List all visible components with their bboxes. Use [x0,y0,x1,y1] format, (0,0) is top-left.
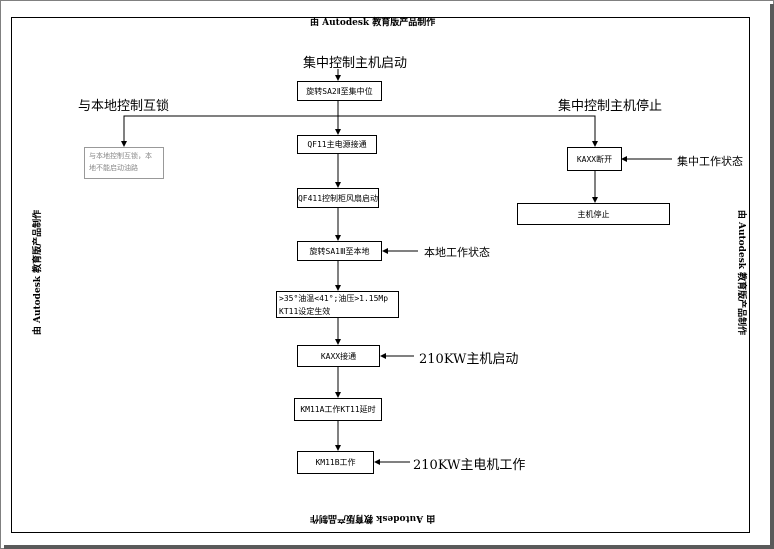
sheet-shadow-right [770,4,774,549]
node-qf411: QF411控制柜风扇启动 [297,188,379,208]
drawing-frame [11,17,750,533]
right-branch-label: 集中控制主机停止 [558,99,663,114]
interlock-note: 与本地控制互锁，本 地不能启动油路 [84,147,164,179]
left-branch-label: 与本地控制互锁 [78,99,170,114]
node-sa1: 旋转SA1Ⅲ至本地 [297,241,382,261]
node-km11a: KM11A工作KT11延时 [294,398,382,421]
condition-line-2: KT11设定生效 [279,306,331,316]
node-condition: >35°油温<41°;油压>1.15Mp KT11设定生效 [276,291,399,318]
sheet-shadow-bottom [4,545,774,549]
arrow-right-branch [338,115,598,147]
work-210-label: 210KW主电机工作 [413,458,526,473]
node-qf11: QF11主电源接通 [297,135,377,154]
interlock-note-line-1: 与本地控制互锁，本 [89,152,152,160]
node-kaxx: KAXX接通 [297,345,380,367]
start-210-label: 210KW主机启动 [419,352,519,367]
local-state-label: 本地工作状态 [424,246,490,259]
node-km11b: KM11B工作 [297,451,374,474]
watermark-top: 由 Autodesk 教育版产品制作 [310,18,436,28]
node-kaxx-off: KAXX断开 [567,147,622,171]
node-stop: 主机停止 [517,203,670,225]
node-sa2: 旋转SA2Ⅱ至集中位 [297,81,382,101]
diagram-title: 集中控制主机启动 [303,56,408,71]
central-state-label: 集中工作状态 [677,155,743,168]
condition-line-1: >35°油温<41°;油压>1.15Mp [279,293,389,303]
interlock-note-line-2: 地不能启动油路 [89,164,138,172]
arrow-left-branch [121,115,338,147]
